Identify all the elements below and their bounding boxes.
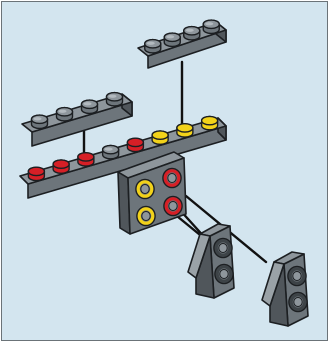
bracket-ring-color: [137, 207, 155, 225]
plate-1x4-upper-right-stud-shine: [146, 41, 155, 45]
plate-1x4-upper-left-stud: [80, 99, 99, 115]
plate-1x4-upper-left-stud: [55, 106, 74, 122]
plate-1x8-base-stud: [126, 137, 145, 153]
plate-1x4-upper-left-stud-shine: [33, 117, 42, 121]
bracket-ring-inner: [140, 184, 150, 194]
bracket-ring-inner: [141, 211, 151, 221]
slope-brick-right-hole-top-inner: [292, 271, 302, 281]
plate-1x8-base-stud-top: [126, 137, 145, 148]
plate-1x4-upper-right-stud: [202, 19, 220, 35]
slope-brick-left-hole-top: [213, 237, 233, 259]
plate-1x4-upper-right-stud: [144, 38, 162, 54]
plate-1x4-upper-right-stud: [183, 25, 201, 41]
slope-brick-right-hole-bottom-inner: [293, 297, 303, 307]
plate-1x8-base-stud: [77, 151, 95, 167]
plate-1x4-upper-left: [21, 91, 133, 147]
plate-1x8-base-stud-shine: [104, 147, 113, 151]
plate-1x8-base-stud-top: [52, 159, 70, 170]
plate-1x8-base-stud: [151, 130, 169, 145]
bracket-ring-inner: [167, 173, 177, 183]
plate-1x4-upper-right-stud: [163, 32, 181, 48]
plate-1x8-base: [19, 115, 227, 199]
slope-brick-left-hole-top-inner: [218, 243, 228, 253]
bracket-ring: [135, 178, 155, 200]
slope-brick-right-hole-bottom-color: [289, 293, 307, 311]
slope-brick-right-hole-top: [287, 265, 307, 287]
plate-1x8-base-stud: [176, 122, 194, 138]
plate-1x4-upper-right-stud-shine: [205, 22, 214, 26]
plate-1x4-upper-right-stud-shine: [166, 35, 175, 39]
bracket-ring-color: [163, 169, 181, 187]
slope-brick-right: [261, 251, 309, 327]
bracket-ring: [162, 167, 182, 189]
plate-1x4-upper-left-stud: [105, 91, 124, 107]
plate-1x8-base-stud: [52, 159, 70, 174]
plate-1x8-base-stud-top: [27, 166, 46, 177]
plate-1x8-base-stud-top: [200, 115, 219, 126]
plate-1x4-upper-left-stud-shine: [83, 102, 92, 106]
bracket-ring-color: [164, 197, 182, 215]
bracket-ring: [163, 195, 183, 217]
plate-1x8-base-stud: [101, 144, 120, 160]
bracket-ring: [136, 205, 156, 227]
plate-1x4-upper-left-stud: [30, 114, 49, 130]
slope-brick-left-hole-bottom-inner: [219, 269, 229, 279]
slope-brick-left: [187, 223, 235, 299]
plate-1x8-base-stud: [27, 166, 46, 182]
plate-1x4-upper-left-stud-shine: [108, 94, 117, 98]
slope-brick-left-slope: [187, 233, 211, 279]
slope-brick-left-hole-top-color: [214, 239, 232, 257]
slope-brick-right-slope: [261, 261, 285, 307]
bracket-ring-color: [136, 180, 154, 198]
plate-1x8-base-stud-top: [151, 130, 169, 141]
bracket-ring-inner: [168, 201, 178, 211]
plate-1x4-upper-left-stud-shine: [58, 109, 67, 113]
plate-1x4-upper-right-stud-shine: [185, 28, 194, 32]
plate-1x8-base-stud: [200, 115, 219, 131]
slope-brick-right-hole-bottom: [288, 291, 308, 313]
slope-brick-left-hole-bottom-color: [215, 265, 233, 283]
slope-brick-right-hole-top-color: [288, 267, 306, 285]
plate-1x8-base-stud-top: [77, 151, 95, 162]
bracket-2x2: [117, 151, 187, 235]
slope-brick-left-hole-bottom: [214, 263, 234, 285]
plate-1x8-base-stud-top: [176, 122, 194, 133]
plate-1x4-upper-right: [137, 19, 227, 69]
